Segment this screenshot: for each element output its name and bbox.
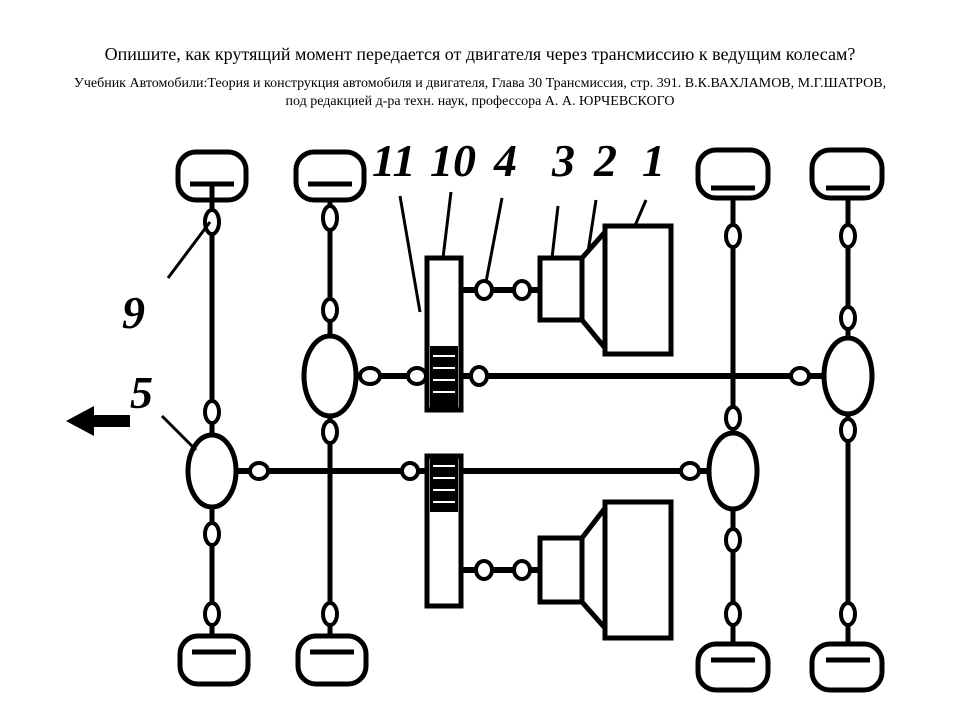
joint [679, 461, 701, 481]
wheel-bottom-2 [295, 633, 369, 687]
source-reference-line-2: под редакцией д-ра техн. наук, профессор… [285, 94, 675, 109]
wheel-top-4 [809, 147, 885, 201]
clutch-upper [537, 255, 585, 323]
joint [512, 279, 532, 301]
joint [724, 405, 742, 431]
label-2: 2 [593, 135, 617, 186]
joint [406, 366, 428, 386]
joint [789, 366, 811, 386]
engine-upper [602, 223, 674, 357]
joint [512, 559, 532, 581]
joint [839, 223, 857, 249]
joint [724, 223, 742, 249]
leader-2 [586, 199, 598, 253]
gear-pack-lower [430, 456, 458, 512]
leader-4 [484, 197, 504, 283]
wheel-bottom-1 [177, 633, 251, 687]
joint [321, 419, 339, 445]
joint [203, 601, 221, 627]
joint [469, 365, 489, 387]
label-11: 11 [372, 135, 415, 186]
differential-middle-right [706, 430, 760, 512]
wheel-top-3 [695, 147, 771, 201]
source-reference-line-1: Учебник Автомобили:Теория и конструкция … [73, 76, 887, 91]
leader-5 [160, 414, 198, 452]
joint [358, 366, 382, 386]
wheel-bottom-3 [695, 641, 771, 693]
joint [248, 461, 270, 481]
joint [724, 527, 742, 553]
joint [321, 601, 339, 627]
joint [839, 601, 857, 627]
label-5: 5 [130, 367, 153, 418]
joint [839, 417, 857, 443]
leader-3 [550, 205, 560, 259]
leader-9 [166, 221, 212, 279]
gearbox-bell-lower [579, 500, 608, 635]
wheel-top-1 [175, 149, 249, 203]
joint [474, 559, 494, 581]
gearbox-bell-upper [579, 225, 608, 355]
label-10: 10 [430, 135, 476, 186]
joint [474, 279, 494, 301]
leader-1 [632, 199, 648, 229]
wheel-top-2 [293, 149, 367, 203]
joint [400, 461, 420, 481]
label-4: 4 [493, 135, 517, 186]
clutch-lower [537, 535, 585, 605]
joint [203, 208, 221, 236]
direction-arrow-icon [66, 406, 130, 436]
label-9: 9 [122, 287, 145, 338]
slide-title: Опишите, как крутящий момент передается … [104, 44, 856, 64]
joint [203, 399, 221, 425]
leader-10 [441, 191, 453, 259]
joint [321, 297, 339, 323]
differential-rear-right [821, 335, 875, 417]
differential-front-left [185, 432, 239, 510]
wheel-bottom-4 [809, 641, 885, 693]
joint [203, 521, 221, 547]
leader-11 [398, 195, 422, 313]
differential-middle-left [301, 333, 359, 419]
label-3: 3 [551, 135, 575, 186]
joint [321, 204, 339, 232]
joint [724, 601, 742, 627]
engine-lower [602, 499, 674, 641]
label-1: 1 [642, 135, 665, 186]
joint [839, 305, 857, 331]
